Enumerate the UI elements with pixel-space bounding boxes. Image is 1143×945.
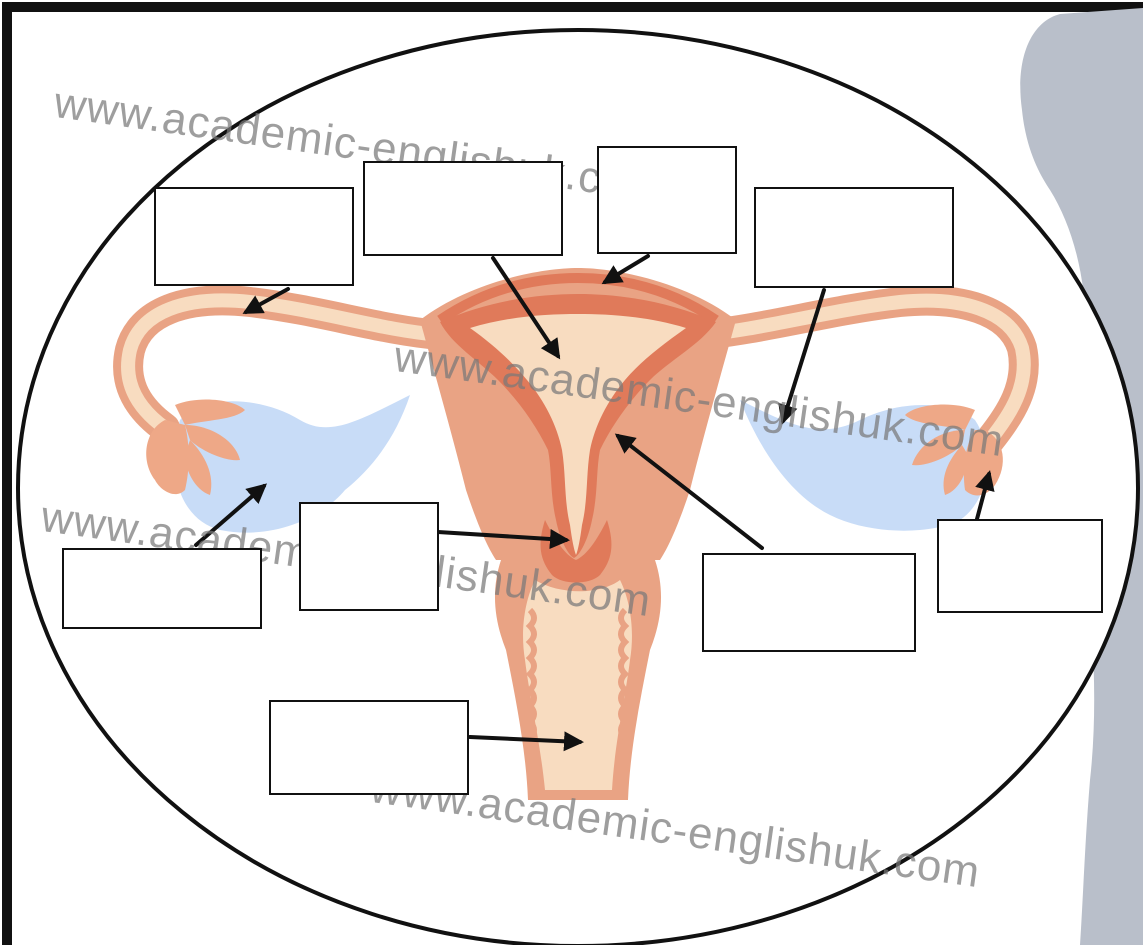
label-box-text [271,702,467,793]
label-box-fundus[interactable] [597,146,737,254]
label-box-text [939,521,1101,611]
label-box-cervix[interactable] [299,502,439,611]
label-box-text [64,550,260,627]
label-box-fimbriae[interactable] [937,519,1103,613]
label-box-text [301,504,437,609]
label-box-fallopian-tube[interactable] [154,187,354,286]
label-box-vagina[interactable] [269,700,469,795]
label-box-text [156,189,352,284]
label-box-endometrium[interactable] [702,553,916,652]
label-box-uterus[interactable] [363,161,563,256]
label-box-text [704,555,914,650]
label-box-text [365,163,561,254]
label-box-ovary-left[interactable] [62,548,262,629]
label-box-text [756,189,952,286]
label-box-ovary-right[interactable] [754,187,954,288]
label-box-text [599,148,735,252]
